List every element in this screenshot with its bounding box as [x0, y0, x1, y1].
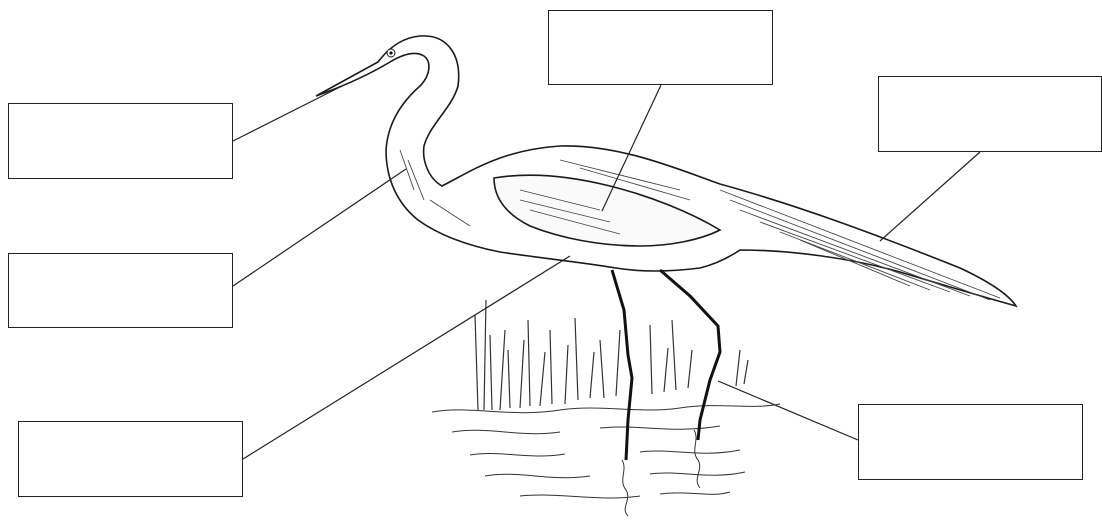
- leader-line-body: [243, 256, 570, 459]
- label-box-legs[interactable]: [858, 404, 1083, 480]
- label-box-tail[interactable]: [878, 76, 1102, 152]
- label-box-neck[interactable]: [8, 253, 233, 328]
- label-box-body[interactable]: [18, 421, 243, 497]
- label-box-beak[interactable]: [8, 103, 233, 179]
- label-box-wing[interactable]: [548, 10, 773, 85]
- leader-line-neck: [233, 169, 406, 286]
- leader-lines: [233, 84, 980, 459]
- leader-line-beak: [233, 84, 346, 141]
- leader-line-tail: [880, 152, 980, 241]
- leader-line-legs: [718, 381, 858, 440]
- water-ripples: [432, 404, 780, 516]
